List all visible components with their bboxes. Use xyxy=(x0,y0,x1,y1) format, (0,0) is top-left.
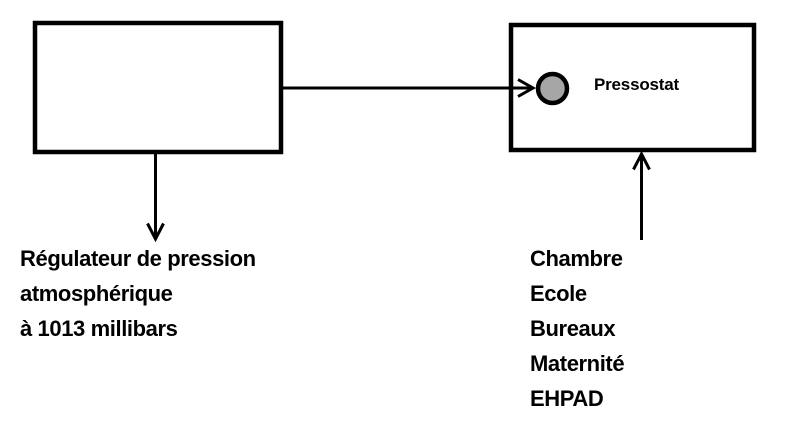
destinations-label-line-2: Ecole xyxy=(530,281,587,306)
destinations-label: Chambre Ecole Bureaux Maternité EHPAD xyxy=(530,241,625,416)
destinations-label-line-5: EHPAD xyxy=(530,386,604,411)
arrowhead-up-icon xyxy=(632,150,651,171)
regulator-label-line-2: atmosphérique xyxy=(20,281,173,306)
destinations-label-line-4: Maternité xyxy=(530,351,625,376)
arrowhead-right-icon xyxy=(517,78,537,98)
regulator-label-line-1: Régulateur de pression xyxy=(20,246,256,271)
regulator-label: Régulateur de pression atmosphérique à 1… xyxy=(20,241,256,346)
destinations-label-line-1: Chambre xyxy=(530,246,623,271)
source-box xyxy=(32,20,284,155)
sensor-circle xyxy=(535,71,570,106)
arrowhead-down-icon xyxy=(146,222,165,243)
pressostat-label: Pressostat xyxy=(594,75,679,94)
destinations-label-line-3: Bureaux xyxy=(530,316,616,341)
regulator-label-line-3: à 1013 millibars xyxy=(20,316,178,341)
